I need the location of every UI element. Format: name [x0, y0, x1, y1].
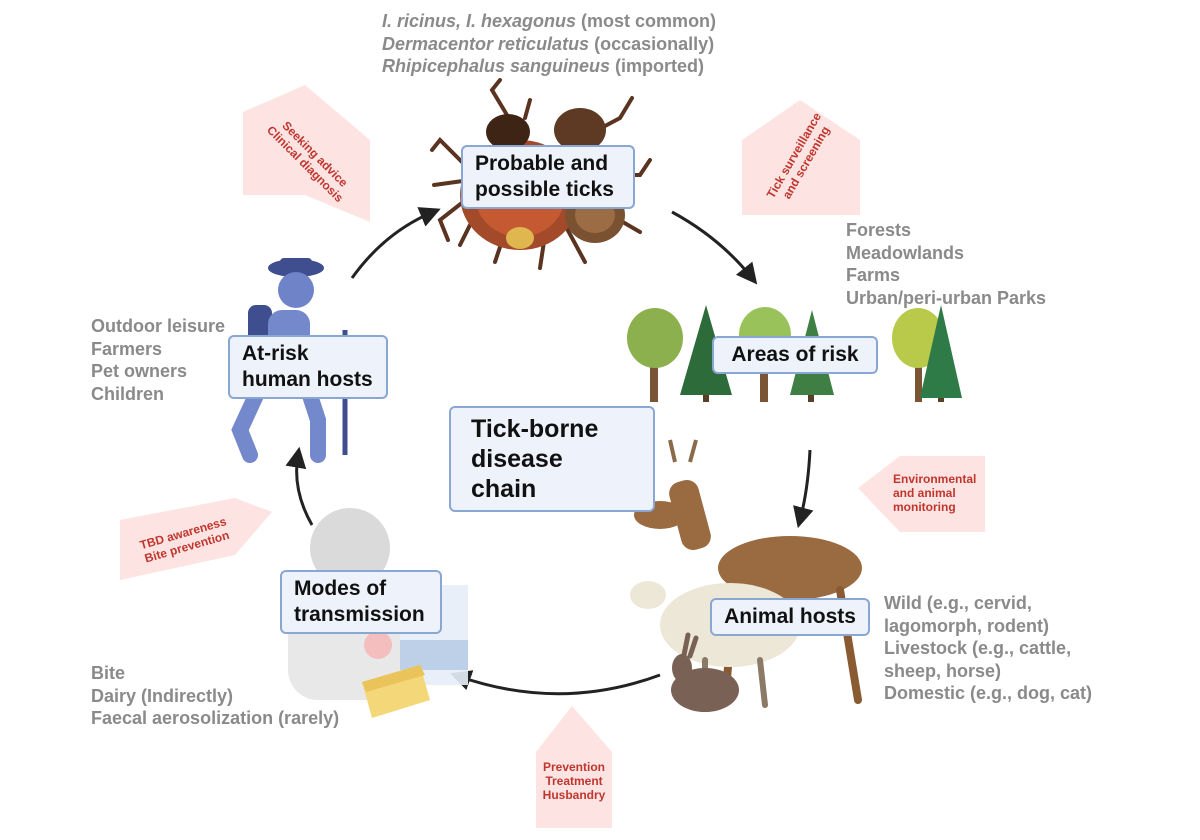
node-ticks: Probable and possible ticks — [461, 145, 635, 209]
human-list-item: Pet owners — [91, 361, 188, 381]
transmission-list-item: Faecal aerosolization (rarely) — [91, 708, 340, 728]
tick-species-item: I. ricinus, I. hexagonus (most common) — [382, 11, 717, 31]
node-transmission: Modes of transmission — [280, 570, 442, 634]
intervention-prevention-line: Treatment — [545, 774, 603, 788]
center-label-line: disease chain — [471, 445, 563, 503]
animal-list-item: Domestic (e.g., dog, cat) — [884, 683, 1093, 703]
node-humans-line: human hosts — [242, 368, 373, 391]
intervention-monitoring-arrow — [858, 456, 985, 532]
arrow-humans-to-ticks — [350, 207, 441, 279]
animal-list-item: lagomorph, rodent) — [884, 615, 1049, 636]
node-areas: Areas of risk — [712, 336, 878, 374]
node-humans: At-risk human hosts — [228, 335, 388, 399]
arrow-animals-to-transmission — [450, 670, 661, 696]
node-ticks-line: possible ticks — [475, 178, 614, 201]
intervention-awareness-arrow — [120, 498, 272, 580]
human-list-item: Outdoor leisure — [91, 316, 226, 336]
node-areas-line: Areas of risk — [731, 343, 859, 366]
intervention-monitoring-line: and animal — [893, 486, 956, 500]
areas-list-item: Forests — [846, 220, 912, 240]
center-label: Tick-borne disease chain — [449, 406, 655, 512]
transmission-list: Bite Dairy (Indirectly) Faecal aerosoliz… — [91, 662, 339, 730]
tick-species-list: I. ricinus, I. hexagonus (most common) D… — [382, 10, 716, 78]
transmission-list-item: Bite — [91, 663, 126, 683]
human-list-item: Farmers — [91, 338, 163, 359]
intervention-prevention-arrow — [536, 706, 612, 828]
intervention-prevention: Prevention Treatment Husbandry — [536, 760, 612, 802]
node-animals: Animal hosts — [710, 598, 870, 636]
trees-illustration — [627, 305, 962, 402]
animal-list-item: Wild (e.g., cervid, — [884, 593, 1032, 613]
areas-list-item: Meadowlands — [846, 242, 965, 263]
center-label-line: Tick-borne — [471, 415, 599, 443]
transmission-list-item: Dairy (Indirectly) — [91, 685, 234, 706]
tick-species-item: Rhipicephalus sanguineus (imported) — [382, 56, 705, 76]
node-transmission-line: Modes of — [294, 577, 387, 600]
intervention-prevention-line: Husbandry — [542, 788, 606, 802]
areas-list: Forests Meadowlands Farms Urban/peri-urb… — [846, 219, 1046, 309]
animal-list-item: sheep, horse) — [884, 660, 1002, 681]
areas-list-item: Farms — [846, 265, 901, 285]
intervention-monitoring: Environmental and animal monitoring — [893, 472, 976, 514]
animals-illustration — [630, 439, 862, 712]
animal-list-item: Livestock (e.g., cattle, — [884, 638, 1072, 658]
arrow-areas-to-animals — [793, 449, 814, 529]
intervention-advice-arrow — [243, 85, 370, 222]
node-animals-line: Animal hosts — [724, 605, 856, 628]
node-ticks-line: Probable and — [475, 152, 609, 175]
intervention-surveillance-arrow — [742, 100, 860, 215]
intervention-prevention-line: Prevention — [542, 760, 605, 774]
intervention-monitoring-line: Environmental — [893, 472, 977, 486]
human-list: Outdoor leisure Farmers Pet owners Child… — [91, 315, 225, 405]
areas-list-item: Urban/peri-urban Parks — [846, 287, 1047, 308]
arrow-transmission-to-humans — [285, 446, 314, 526]
tick-species-item: Dermacentor reticulatus (occasionally) — [382, 33, 715, 54]
human-list-item: Children — [91, 383, 165, 404]
node-humans-line: At-risk — [242, 342, 309, 365]
animal-list: Wild (e.g., cervid, lagomorph, rodent) L… — [884, 592, 1092, 705]
intervention-monitoring-line: monitoring — [893, 500, 956, 514]
node-transmission-line: transmission — [294, 603, 425, 626]
arrow-ticks-to-areas — [671, 210, 758, 285]
